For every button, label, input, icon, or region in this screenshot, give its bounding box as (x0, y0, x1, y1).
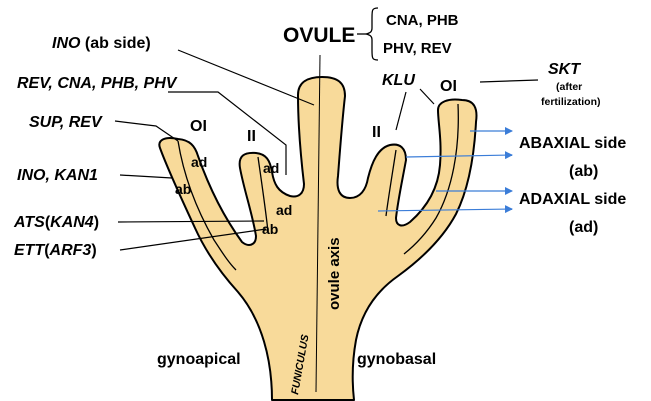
label-arf3-gene: ARF3 (49, 242, 92, 259)
leader-ats (118, 221, 264, 222)
label-ii-left: II (247, 128, 256, 145)
label-ad-outer-left: ad (191, 154, 207, 170)
label-kan4-gene: KAN4 (50, 214, 94, 231)
label-abaxial-abbr: (ab) (569, 163, 598, 180)
label-ett-close: ) (91, 242, 96, 259)
label-ovule-axis: ovule axis (326, 237, 343, 310)
leader-skt (480, 80, 538, 82)
label-skt: SKT (548, 61, 581, 78)
label-ab-inner-left: ab (262, 221, 278, 237)
label-ad-funiculus: ad (276, 202, 292, 218)
label-ett-arf3: ETT(ARF3) (14, 242, 97, 259)
label-ii-right: II (372, 124, 381, 141)
ovule-title: OVULE (283, 24, 355, 47)
gene-group-line-1: CNA, PHB (386, 12, 459, 29)
label-skt-note-2: fertilization) (541, 96, 601, 108)
label-ab-outer-left: ab (175, 181, 191, 197)
label-adaxial-abbr: (ad) (569, 219, 598, 236)
leader-klu-2 (420, 89, 434, 104)
label-ats-kan4: ATS(KAN4) (13, 214, 99, 231)
label-oi-right: OI (440, 78, 457, 95)
label-ino-ab-side-note: (ab side) (80, 35, 150, 52)
label-ats-gene: ATS (13, 214, 45, 231)
label-ino-ab-side-gene: INO (52, 35, 81, 52)
label-abaxial-side: ABAXIAL side (519, 135, 626, 152)
label-ino-kan1: INO, KAN1 (17, 167, 98, 184)
label-ett-gene: ETT (14, 242, 45, 259)
leader-klu (396, 92, 406, 130)
label-sup-rev: SUP, REV (29, 114, 103, 131)
label-ad-inner-left: ad (263, 160, 279, 176)
gene-group-line-2: PHV, REV (383, 40, 452, 57)
label-ino-ab-side: INO (ab side) (52, 35, 151, 52)
label-gynoapical: gynoapical (157, 351, 241, 368)
label-skt-note-1: (after (556, 81, 582, 93)
label-klu: KLU (382, 72, 415, 89)
gene-bracket (366, 8, 378, 60)
label-oi-left: OI (190, 118, 207, 135)
leader-ino-kan1 (120, 175, 172, 178)
label-rev-cna-phb-phv: REV, CNA, PHB, PHV (17, 75, 178, 92)
label-ats-close: ) (94, 214, 99, 231)
leader-ino-ab (178, 50, 314, 105)
label-gynobasal: gynobasal (357, 351, 436, 368)
label-adaxial-side: ADAXIAL side (519, 191, 626, 208)
